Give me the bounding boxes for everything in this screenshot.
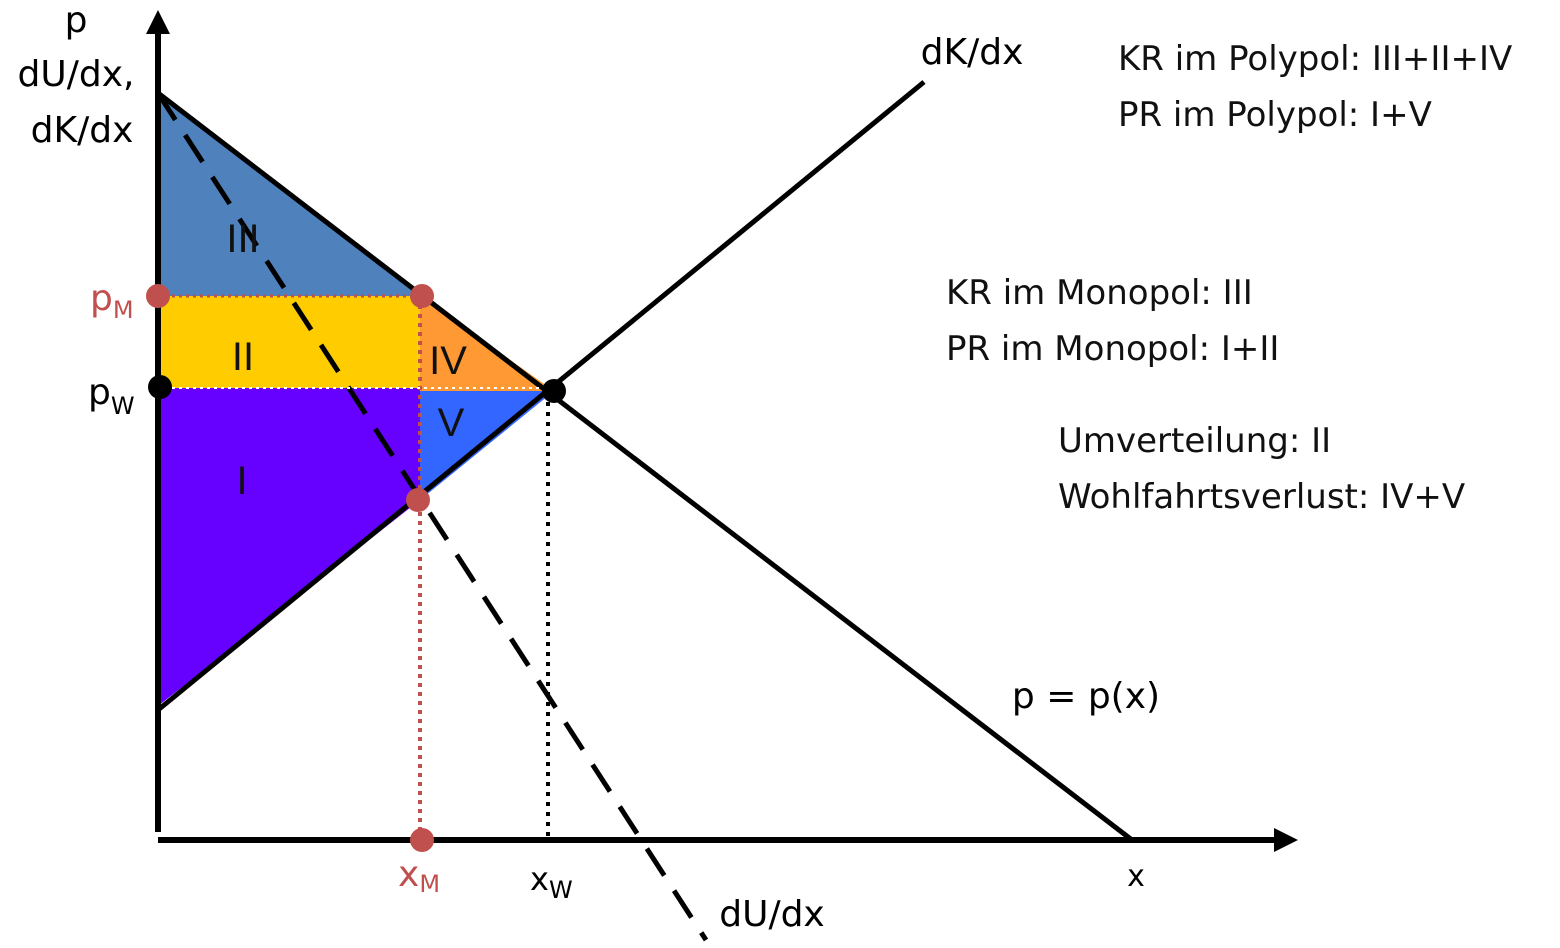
- monopoly-cost-point: [406, 488, 430, 512]
- supply-curve: [156, 80, 926, 712]
- y-axis-label-line3: dK/dx: [31, 110, 134, 151]
- y-axis-label-line1: p: [65, 0, 88, 41]
- x-m-point: [410, 828, 434, 852]
- demand-curve: [156, 91, 1134, 842]
- p-w-point: [148, 375, 172, 399]
- note-kr-polypol: KR im Polypol: III+II+IV: [1118, 39, 1512, 79]
- marginal-revenue-curve: [155, 91, 709, 942]
- p-m-label: pM: [90, 278, 134, 324]
- region-II-label: II: [232, 335, 254, 379]
- p-w-label-sub: W: [111, 392, 135, 420]
- equilibrium-point: [542, 379, 566, 403]
- y-axis-label-line2: dU/dx,: [18, 54, 135, 95]
- y-axis-arrowhead: [146, 10, 170, 34]
- region-III-label: III: [226, 217, 259, 261]
- p-w-label-main: p: [88, 372, 111, 413]
- marginal-revenue-label: dU/dx: [719, 894, 825, 935]
- region-IV-label: IV: [429, 339, 467, 383]
- note-pr-polypol: PR im Polypol: I+V: [1118, 95, 1432, 135]
- x-axis-arrowhead: [1274, 828, 1298, 852]
- x-w-label: xW: [530, 860, 573, 904]
- region-II: [158, 296, 420, 388]
- x-w-label-main: x: [530, 860, 549, 898]
- note-pr-monopol: PR im Monopol: I+II: [946, 329, 1279, 369]
- x-m-label-sub: M: [419, 870, 440, 898]
- p-m-label-sub: M: [113, 296, 134, 324]
- region-V: [420, 391, 554, 500]
- monopoly-price-point: [410, 284, 434, 308]
- x-m-label-main: x: [398, 854, 419, 895]
- x-axis-label: x: [1127, 859, 1145, 894]
- supply-curve-label: dK/dx: [921, 32, 1024, 73]
- p-m-point: [146, 284, 170, 308]
- x-w-label-sub: W: [549, 876, 573, 904]
- note-wohlfahrtsverlust: Wohlfahrtsverlust: IV+V: [1058, 477, 1465, 517]
- region-I-label: I: [236, 459, 247, 503]
- x-m-label: xM: [398, 854, 440, 898]
- demand-curve-label: p = p(x): [1012, 676, 1160, 717]
- p-m-label-main: p: [90, 278, 113, 319]
- note-kr-monopol: KR im Monopol: III: [946, 273, 1253, 313]
- p-w-label: pW: [88, 372, 135, 420]
- region-I: [158, 388, 420, 706]
- region-V-label: V: [438, 401, 465, 445]
- note-umverteilung: Umverteilung: II: [1058, 421, 1331, 461]
